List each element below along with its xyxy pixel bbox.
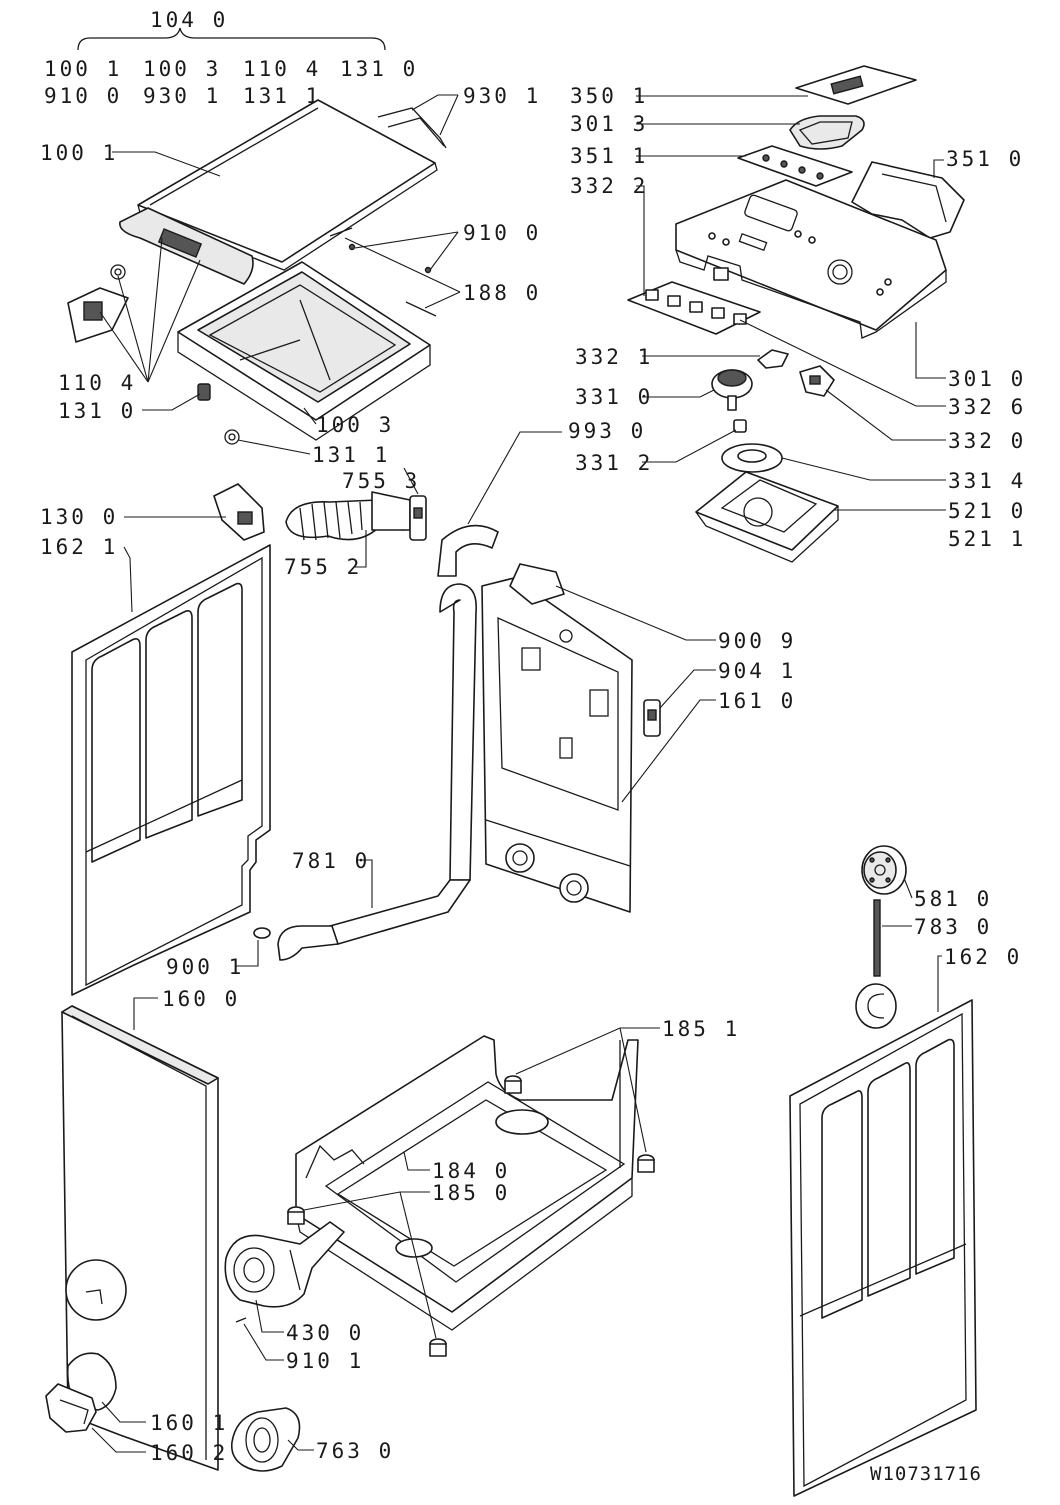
hinge-part (67, 287, 129, 343)
label-162-1: 162 1 (40, 535, 118, 559)
label-331-4: 331 4 (948, 469, 1026, 493)
label-930-1: 930 1 (463, 84, 541, 108)
label-160-2: 160 2 (150, 1441, 228, 1465)
belt-shaft-part (873, 899, 881, 977)
label-110-4: 110 4 (58, 371, 136, 395)
label-160-1: 160 1 (150, 1411, 228, 1435)
group-row2-item: 930 1 (143, 84, 221, 108)
console-support-part (695, 471, 839, 563)
label-755-2: 755 2 (284, 555, 362, 579)
foot-part (287, 1075, 655, 1357)
selector-ring-part (721, 443, 783, 473)
hose-clip-part (409, 495, 427, 541)
label-161-0: 161 0 (718, 689, 796, 713)
drain-hose-part (253, 583, 477, 961)
label-351-0: 351 0 (946, 147, 1024, 171)
tub-ring-part (177, 261, 431, 441)
drain-pump-part (224, 1221, 345, 1308)
group-row1-item: 100 3 (143, 57, 221, 81)
right-side-panel-part (789, 999, 977, 1497)
label-521-1: 521 1 (948, 527, 1026, 551)
pressure-hose-part (285, 491, 411, 541)
handle-part (119, 207, 254, 285)
hose-elbow-part (437, 524, 499, 577)
label-910-0: 910 0 (463, 221, 541, 245)
group-row2-item: 910 0 (44, 84, 122, 108)
pulley-part (861, 845, 907, 895)
display-window-part (789, 115, 865, 150)
label-301-0: 301 0 (948, 367, 1026, 391)
label-781-0: 781 0 (292, 849, 370, 873)
rear-frame-part (481, 577, 633, 913)
display-board-part (795, 65, 917, 105)
label-521-0: 521 0 (948, 499, 1026, 523)
label-332-1: 332 1 (575, 345, 653, 369)
label-160-0: 160 0 (162, 987, 240, 1011)
label-188-0: 188 0 (463, 281, 541, 305)
label-763-0: 763 0 (316, 1439, 394, 1463)
label-331-2: 331 2 (575, 451, 653, 475)
label-900-9: 900 9 (718, 629, 796, 653)
control-panel-part (675, 179, 947, 339)
group-title: 104 0 (150, 8, 228, 32)
label-430-0: 430 0 (286, 1321, 364, 1345)
knob-part (711, 369, 753, 411)
label-581-0: 581 0 (914, 887, 992, 911)
group-brace (77, 27, 386, 51)
latch-part (197, 383, 211, 401)
label-332-0: 332 0 (948, 429, 1026, 453)
label-131-1: 131 1 (312, 443, 390, 467)
button-strip-part (627, 267, 761, 335)
knob-shaft-part (733, 419, 747, 433)
label-332-2: 332 2 (570, 174, 648, 198)
label-130-0: 130 0 (40, 505, 118, 529)
key-board-part (737, 145, 853, 187)
label-162-0: 162 0 (944, 945, 1022, 969)
door-hinge-part (45, 1383, 97, 1433)
label-301-3: 301 3 (570, 112, 648, 136)
lid-wire-part (377, 107, 447, 149)
label-131-0: 131 0 (58, 399, 136, 423)
encoder-part (799, 365, 835, 397)
label-331-0: 331 0 (575, 385, 653, 409)
filter-part (230, 1407, 301, 1472)
group-row2-item: 131 1 (243, 84, 321, 108)
group-row1-item: 110 4 (243, 57, 321, 81)
spring-part (110, 264, 240, 445)
dial-part (855, 983, 897, 1029)
label-993-0: 993 0 (568, 419, 646, 443)
pins-part (329, 227, 437, 317)
screw-part (235, 1317, 247, 1323)
lid-part (137, 99, 438, 271)
label-904-1: 904 1 (718, 659, 796, 683)
label-100-1: 100 1 (40, 141, 118, 165)
label-900-1: 900 1 (166, 955, 244, 979)
label-185-0: 185 0 (432, 1181, 510, 1205)
group-row1-item: 131 0 (340, 57, 418, 81)
group-row1-item: 100 1 (44, 57, 122, 81)
label-755-3: 755 3 (342, 469, 420, 493)
electronic-module-part (213, 483, 265, 541)
clip-part (643, 699, 661, 737)
label-100-3: 100 3 (316, 413, 394, 437)
base-frame-part (295, 1035, 639, 1331)
button-part (757, 349, 789, 369)
rear-bracket-part (509, 563, 565, 605)
label-350-1: 350 1 (570, 84, 648, 108)
left-side-panel-part (71, 544, 271, 996)
bracket-part (851, 161, 965, 239)
drawing-number: W10731716 (870, 1463, 982, 1485)
label-185-1: 185 1 (662, 1017, 740, 1041)
front-panel-part (61, 1005, 219, 1471)
label-332-6: 332 6 (948, 395, 1026, 419)
label-783-0: 783 0 (914, 915, 992, 939)
label-910-1: 910 1 (286, 1349, 364, 1373)
label-351-1: 351 1 (570, 144, 648, 168)
label-184-0: 184 0 (432, 1159, 510, 1183)
